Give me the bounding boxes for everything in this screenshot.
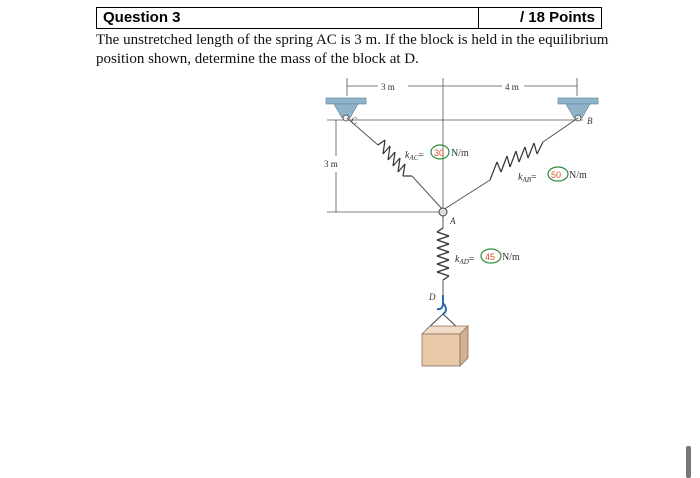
point-d-label: D	[428, 292, 436, 302]
spring-ac	[377, 139, 412, 177]
svg-text:50: 50	[551, 170, 561, 180]
point-a-label: A	[449, 216, 456, 226]
svg-text:30: 30	[434, 148, 444, 158]
point-c-label: C	[351, 116, 358, 126]
spring-ab	[489, 141, 544, 181]
block	[421, 325, 469, 367]
question-title: Question 3	[97, 8, 479, 28]
question-points: / 18 Points	[519, 9, 595, 26]
spring-ad	[436, 227, 450, 281]
svg-text:45: 45	[485, 252, 495, 262]
svg-text:N/m: N/m	[451, 148, 469, 159]
support-c	[325, 97, 367, 122]
label-k-ab: kAB= 50 N/m	[518, 166, 587, 184]
svg-text:kAB=: kAB=	[518, 172, 537, 184]
dim-top-left: 3 m	[381, 82, 395, 92]
dim-top-right: 4 m	[505, 82, 519, 92]
ring-a	[438, 207, 448, 217]
svg-text:kAC=: kAC=	[405, 150, 424, 162]
svg-text:kAD=: kAD=	[455, 254, 475, 266]
hook-icon	[436, 295, 447, 315]
dim-left: 3 m	[324, 159, 338, 169]
point-b-label: B	[587, 116, 593, 126]
question-header: Question 3 / 18 Points	[96, 7, 602, 29]
scrollbar-thumb[interactable]	[686, 446, 691, 478]
svg-text:N/m: N/m	[569, 170, 587, 181]
label-k-ad: kAD= 45 N/m	[455, 248, 520, 266]
problem-statement: The unstretched length of the spring AC …	[96, 32, 609, 67]
label-k-ac: kAC= 30 N/m	[405, 144, 469, 162]
svg-text:N/m: N/m	[502, 252, 520, 263]
